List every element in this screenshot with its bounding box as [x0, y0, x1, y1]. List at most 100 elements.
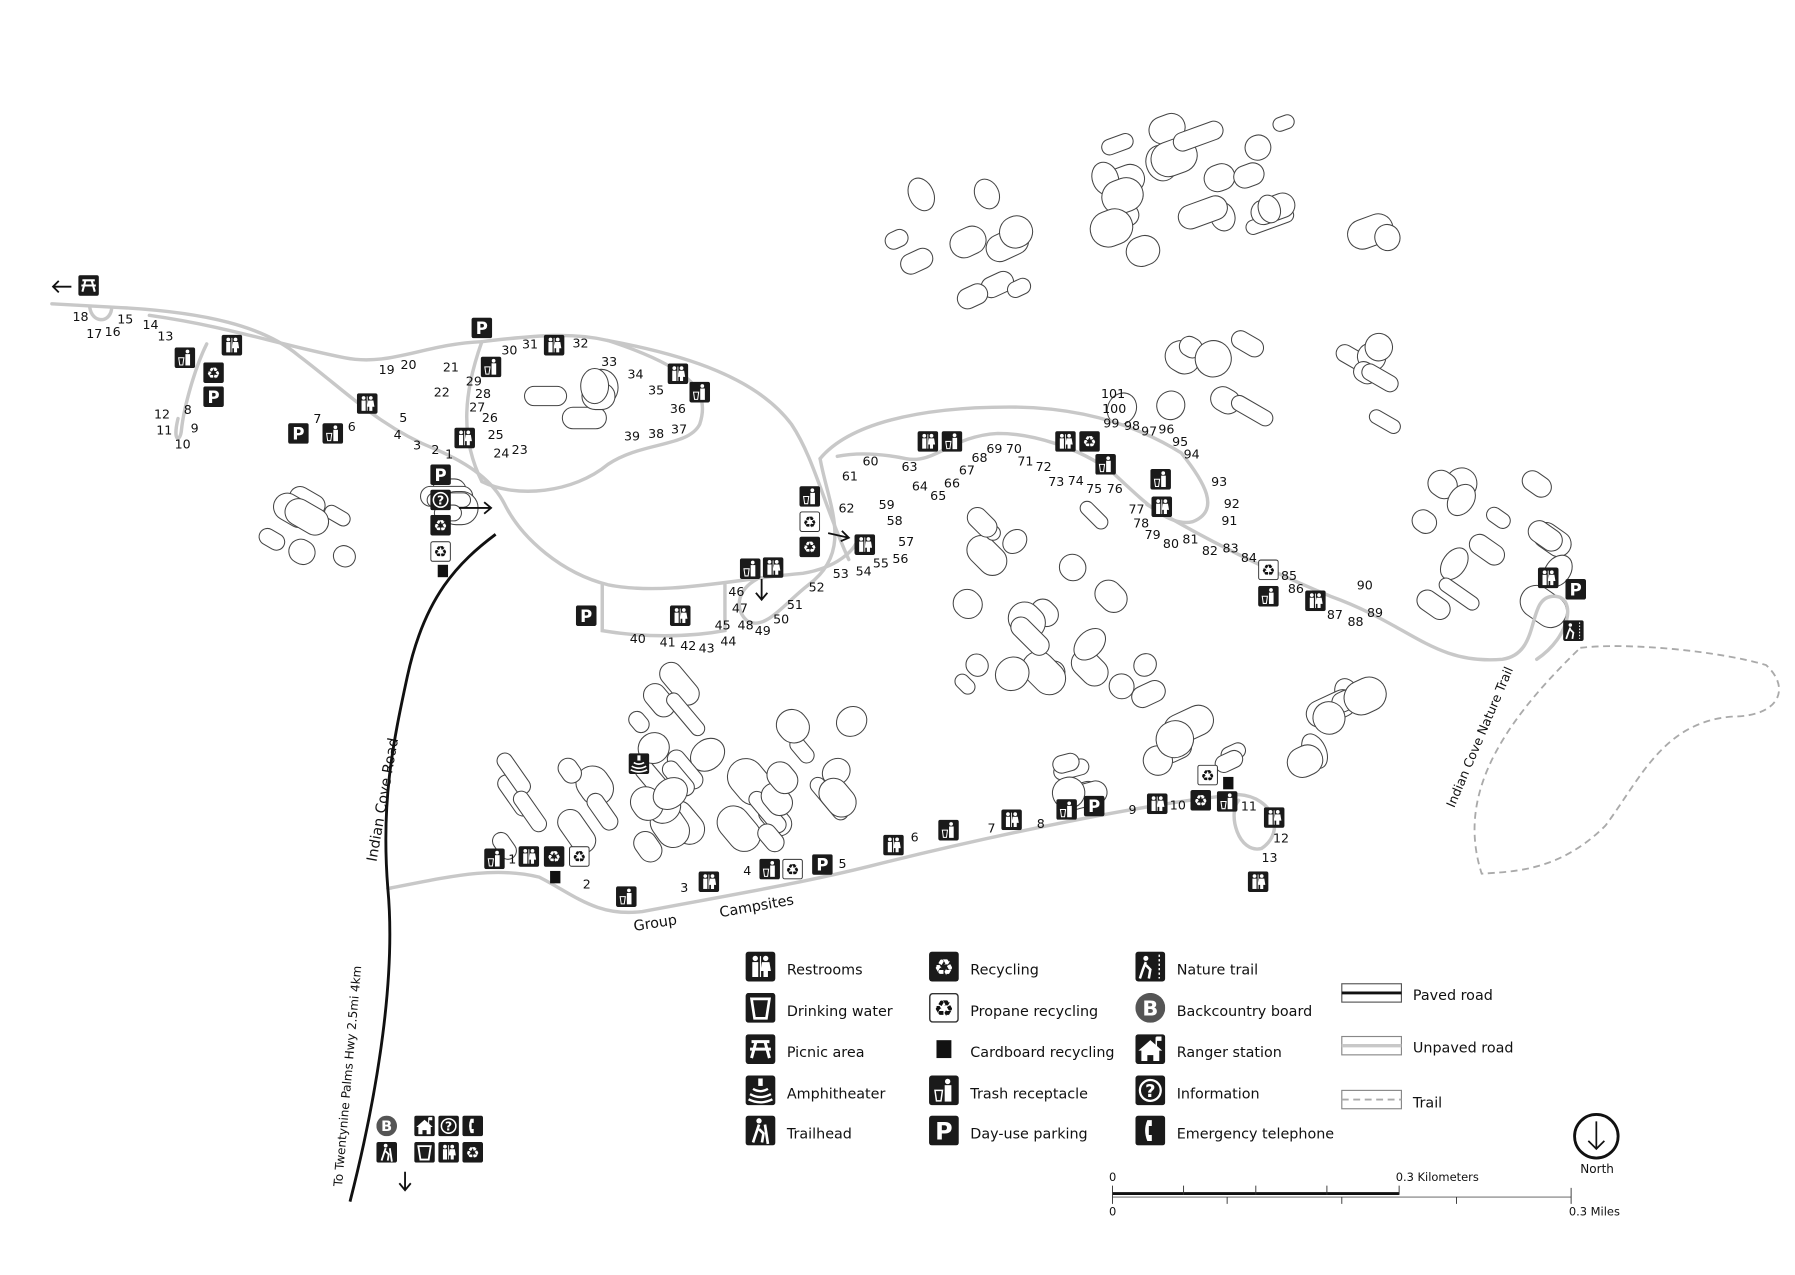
legend-item: Backcountry board [1135, 992, 1312, 1023]
boulder [949, 225, 987, 259]
group-label: Group [632, 912, 678, 935]
campsite-number: 74 [1068, 473, 1084, 488]
legend-item: Restrooms [745, 951, 863, 982]
campsite-number: 80 [1163, 536, 1179, 551]
boulder [512, 790, 548, 833]
boulder [966, 506, 998, 538]
trash-icon [689, 381, 711, 403]
campsite-number: 55 [873, 556, 889, 571]
campsite-number: 90 [1357, 577, 1373, 592]
restroom-icon [669, 605, 691, 627]
parking-icon [1565, 579, 1587, 600]
paved-road-indian-cove [348, 533, 497, 1202]
campsite-number: 73 [1048, 474, 1064, 489]
legend-label: Propane recycling [970, 1004, 1098, 1020]
north-label: North [1580, 1162, 1614, 1176]
boulder [284, 498, 330, 536]
restroom-icon [1146, 793, 1168, 815]
campsite-number: 33 [601, 354, 617, 369]
campsite-number: 88 [1348, 614, 1364, 629]
boulder [1233, 162, 1265, 189]
boulder [652, 777, 688, 810]
legend-item: Picnic area [745, 1034, 864, 1065]
road-legend: Paved road Unpaved road Trail [1341, 983, 1513, 1112]
campsite-number: 10 [175, 436, 191, 451]
ranger-station-icon [1135, 1034, 1166, 1065]
group-campsite-number: 2 [583, 877, 591, 892]
recycling-icon [799, 536, 821, 558]
boulder [1155, 720, 1195, 759]
trash-icon [1216, 791, 1238, 812]
boulder [907, 177, 936, 212]
campsite-number: 77 [1129, 502, 1145, 517]
propane-recycling-icon [782, 858, 803, 880]
campsite-number: 89 [1367, 605, 1383, 620]
group-campsite-number: 8 [1037, 816, 1045, 831]
restroom-icon [1263, 807, 1285, 828]
trailhead-icon [745, 1115, 776, 1146]
amphitheater-icon [628, 753, 650, 774]
boulder [1021, 650, 1067, 696]
boulder [1156, 390, 1186, 421]
boulder [1286, 744, 1324, 778]
boulder [1521, 470, 1552, 498]
campsite-number: 41 [660, 635, 676, 650]
boulder [966, 534, 1008, 576]
cardboard-recycling-icon [936, 1040, 952, 1059]
campsite-number: 15 [117, 311, 133, 326]
campsite-number: 3 [413, 437, 421, 452]
restroom-icon [438, 1141, 459, 1163]
campsite-number: 58 [887, 513, 903, 528]
group-campsite-number: 4 [743, 863, 751, 878]
campsite-number: 70 [1006, 441, 1022, 456]
group-campsite-number: 9 [1129, 802, 1137, 817]
boulder [1438, 577, 1480, 611]
boulder-outlines [258, 112, 1573, 863]
campsite-number: 42 [680, 638, 696, 653]
campsite-number: 19 [379, 362, 395, 377]
cardboard-recycling-icon [437, 564, 449, 578]
boulder [628, 710, 650, 734]
restroom-icon [221, 334, 243, 356]
legend-item: Trailhead [745, 1115, 852, 1146]
campsite-number: 1 [445, 447, 453, 462]
boulder [1368, 409, 1401, 435]
unpaved-road-east [1145, 502, 1570, 662]
trash-icon [1095, 454, 1116, 475]
backcountry-board-icon [1135, 992, 1166, 1023]
campsite-number: 2 [431, 442, 439, 457]
propane-recycling-icon [430, 541, 451, 562]
legend-label: Trash receptacle [969, 1086, 1088, 1102]
boulder [324, 504, 351, 527]
boulder [998, 215, 1034, 249]
campsite-number: 85 [1281, 568, 1297, 583]
boulder [1272, 114, 1295, 132]
campsite-number: 30 [501, 342, 517, 357]
campsite-number: 31 [522, 337, 538, 352]
nature-trail-path [1473, 645, 1780, 875]
campsite-number: 37 [671, 421, 687, 436]
boulder [1230, 330, 1265, 358]
campsite-number: 65 [930, 488, 946, 503]
boulder [1101, 177, 1144, 215]
boulder [1527, 520, 1563, 552]
trash-icon [938, 819, 959, 841]
recycling-icon [1079, 431, 1100, 452]
facility-icons [78, 275, 1587, 1163]
legend-label: Amphitheater [787, 1086, 886, 1102]
campsite-number: 48 [738, 617, 754, 632]
recycling-icon [929, 951, 959, 982]
campsite-number: 45 [715, 617, 731, 632]
campsite-number: 44 [720, 634, 736, 649]
boulder [1073, 627, 1107, 661]
campsite-number: 40 [630, 631, 646, 646]
boulder [288, 538, 316, 566]
boulder [1133, 653, 1157, 677]
boulder [775, 708, 810, 744]
campsite-number: 86 [1288, 581, 1304, 596]
boulder [835, 705, 868, 737]
boulder [1230, 394, 1274, 427]
boulder [1194, 340, 1232, 378]
scale-bar: 0 0.3 Kilometers 0 0.3 Miles [1109, 1170, 1620, 1218]
legend-trail: Trail [1412, 1096, 1442, 1112]
